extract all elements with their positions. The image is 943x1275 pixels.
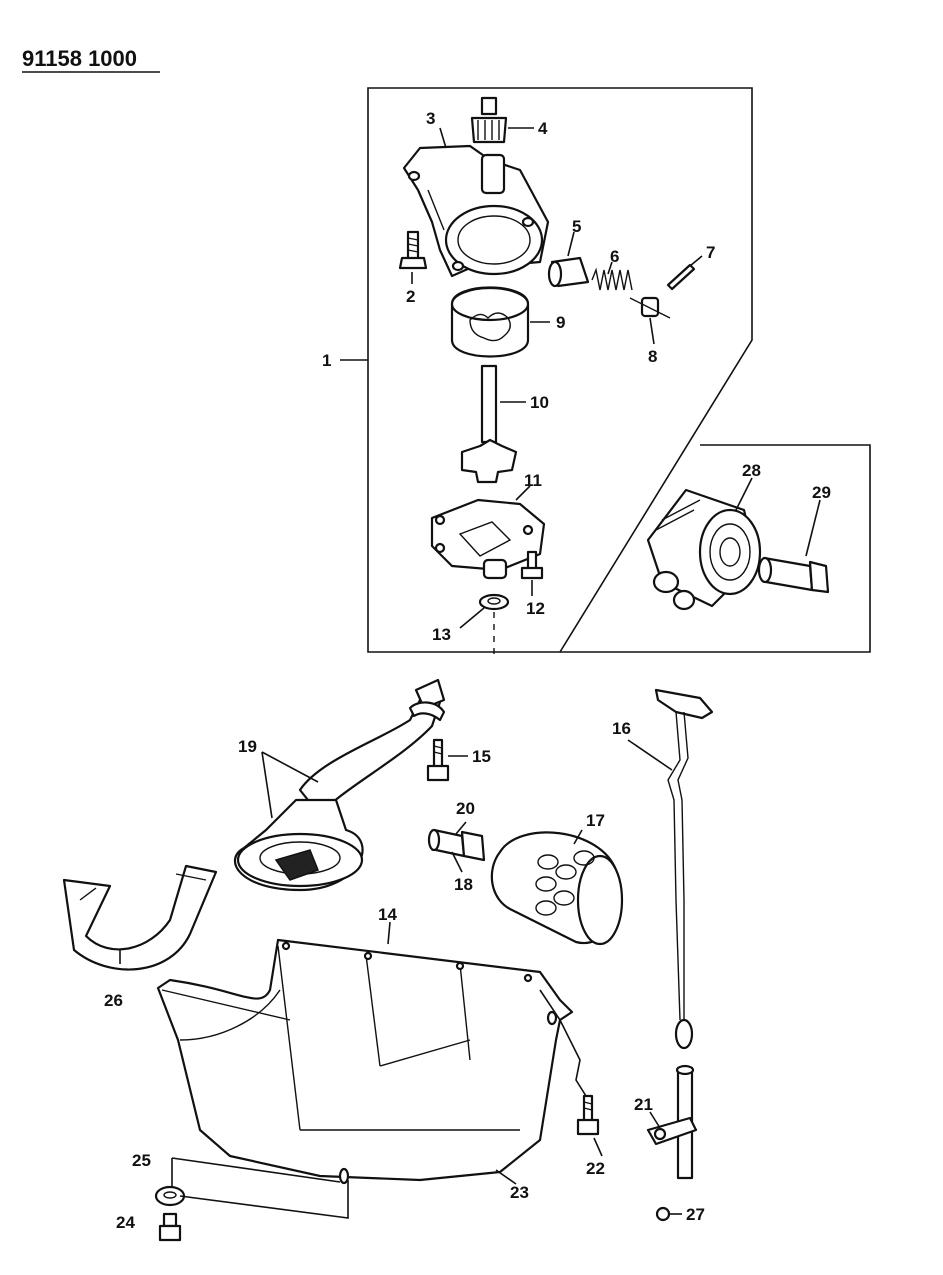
part-8-retainer xyxy=(629,296,671,319)
part-9-outer-rotor xyxy=(450,286,530,358)
oil-cooler-frame xyxy=(560,444,871,653)
callout-1: 1 xyxy=(322,351,331,370)
part-21-dipstick-tube xyxy=(646,1064,698,1180)
callout-22: 22 xyxy=(586,1159,605,1178)
callout-15: 15 xyxy=(472,747,491,766)
callout-12: 12 xyxy=(526,599,545,618)
part-10-shaft-inner-rotor xyxy=(460,364,518,484)
callout-10: 10 xyxy=(530,393,549,412)
part-17-oil-filter xyxy=(490,831,624,946)
callout-7: 7 xyxy=(706,243,715,262)
part-19-oil-pickup xyxy=(233,678,446,892)
callout-21: 21 xyxy=(634,1095,653,1114)
callout-11: 11 xyxy=(524,471,542,490)
part-7-pin xyxy=(666,263,696,291)
callout-9: 9 xyxy=(556,313,565,332)
callout-2: 2 xyxy=(406,287,415,306)
part-29-connector xyxy=(757,556,830,594)
part-6-spring xyxy=(591,267,633,291)
part-13-seal-ring xyxy=(478,593,510,660)
callout-25: 25 xyxy=(132,1151,151,1170)
callout-27: 27 xyxy=(686,1205,705,1224)
part-12-cover-bolt xyxy=(520,550,544,580)
part-24-drain-plug xyxy=(158,1212,182,1242)
part-27-nut xyxy=(655,1206,671,1222)
part-5-relief-valve xyxy=(547,256,590,288)
part-22-pan-bolt xyxy=(576,1094,600,1136)
part-14-oil-pan xyxy=(156,938,574,1185)
callout-24: 24 xyxy=(116,1213,135,1232)
callout-29: 29 xyxy=(812,483,831,502)
part-2-bolt xyxy=(398,230,428,270)
part-26-gasket xyxy=(62,864,218,971)
callout-5: 5 xyxy=(572,217,581,236)
callout-6: 6 xyxy=(610,247,619,266)
part-25-drain-gasket xyxy=(154,1185,186,1207)
part-15-bolt xyxy=(426,738,450,782)
part-20-fitting xyxy=(427,828,486,862)
oil-pump-group-frame xyxy=(367,87,753,653)
callout-20: 20 xyxy=(456,799,475,818)
callout-18: 18 xyxy=(454,875,473,894)
callout-8: 8 xyxy=(648,347,657,366)
callout-26: 26 xyxy=(104,991,123,1010)
callout-4: 4 xyxy=(538,119,548,138)
callout-16: 16 xyxy=(612,719,631,738)
callout-3: 3 xyxy=(426,109,435,128)
part-28-oil-cooler xyxy=(646,488,762,611)
callout-14: 14 xyxy=(378,905,397,924)
callout-labels: 1 2 3 4 5 6 7 8 9 10 11 12 13 14 15 16 1… xyxy=(104,109,831,1232)
part-11-pump-cover xyxy=(430,498,546,580)
part-4-drive-gear xyxy=(470,96,508,144)
callout-19: 19 xyxy=(238,737,257,756)
callout-17: 17 xyxy=(586,811,605,830)
callout-23: 23 xyxy=(510,1183,529,1202)
leader-lines xyxy=(119,127,821,1219)
diagram-number: 91158 1000 xyxy=(22,46,137,71)
callout-28: 28 xyxy=(742,461,761,480)
part-3-pump-body xyxy=(402,144,550,278)
callout-13: 13 xyxy=(432,625,451,644)
part-16-dipstick xyxy=(654,688,714,1050)
